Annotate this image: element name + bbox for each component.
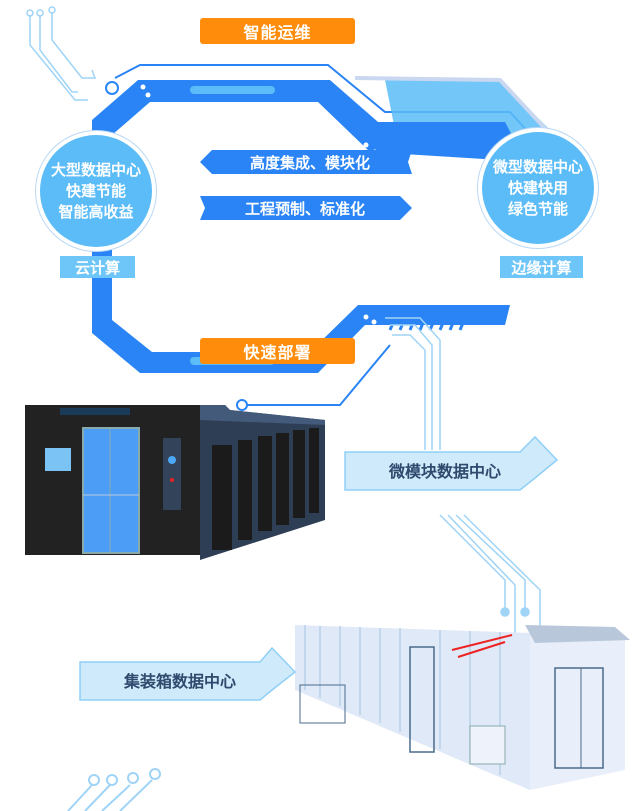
bottom-label-rapid-deployment: 快速部署 [200,338,355,364]
micro-module-label: 微模块数据中心 [388,462,501,481]
circle-line: 快建节能 [65,181,126,200]
micro-datacenter-circle: 微型数据中心 快建快用 绿色节能 [482,132,594,244]
arrow-left-shape [200,150,412,174]
micro-module-datacenter-illustration [25,405,325,560]
circle-line: 快建快用 [507,178,568,197]
arrow-integration-text: 高度集成、模块化 [249,153,370,172]
top-label-intelligent-ops: 智能运维 [200,18,355,44]
circle-line: 微型数据中心 [492,157,583,176]
large-datacenter-circle: 大型数据中心 快建节能 智能高收益 [40,135,152,247]
circuit-lines-top-left [26,6,97,101]
circuit-lines-middle [385,317,557,672]
edge-computing-tag: 边缘计算 [500,256,583,278]
ring-band [92,80,525,373]
arrow-right-shape [200,196,412,220]
container-datacenter-illustration [295,625,630,790]
cloud-computing-tag: 云计算 [60,256,135,278]
circuit-lines-bottom-left [67,768,161,811]
circle-line: 智能高收益 [58,202,134,221]
circle-line: 大型数据中心 [50,160,141,179]
arrow-prefab-text: 工程预制、标准化 [244,199,365,218]
circle-line: 绿色节能 [507,199,568,218]
container-label: 集装箱数据中心 [123,672,236,691]
